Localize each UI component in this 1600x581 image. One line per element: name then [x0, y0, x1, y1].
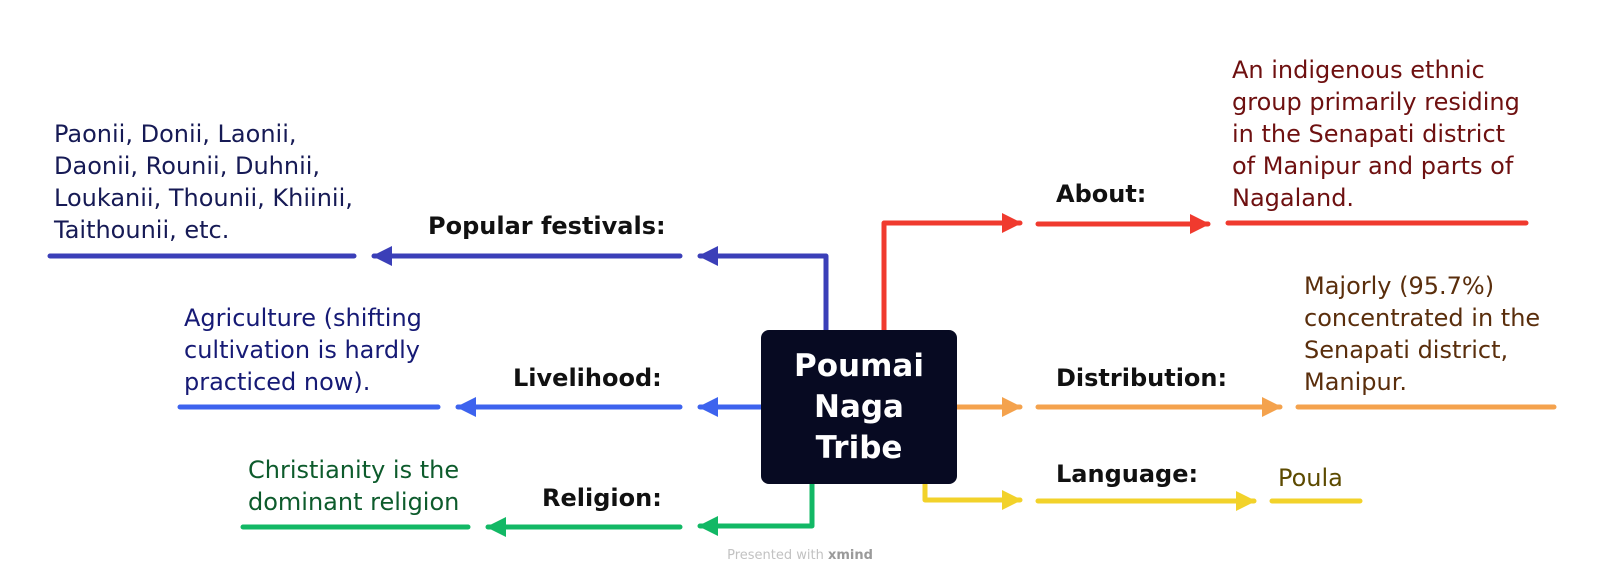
footer-prefix: Presented with [727, 548, 824, 563]
about-label[interactable]: About: [1056, 180, 1147, 208]
religion-label[interactable]: Religion: [542, 484, 662, 512]
distribution-label[interactable]: Distribution: [1056, 364, 1228, 392]
language-label[interactable]: Language: [1056, 460, 1199, 488]
livelihood-label[interactable]: Livelihood: [513, 364, 662, 392]
livelihood-text[interactable]: Agriculture (shifting cultivation is har… [184, 304, 422, 396]
festivals-text[interactable]: Paonii, Donii, Laonii, Daonii, Rounii, D… [54, 120, 353, 244]
religion-connector [697, 481, 815, 536]
about-text[interactable]: An indigenous ethnic group primarily res… [1232, 56, 1520, 212]
about-connector [881, 213, 1023, 333]
language-text[interactable]: Poula [1278, 464, 1343, 492]
distribution-text[interactable]: Majorly (95.7%) concentrated in the Sena… [1304, 272, 1541, 396]
xmind-brand: xmind [827, 548, 873, 563]
language-connector [922, 481, 1023, 510]
central-topic-title: Poumai Naga Tribe [794, 347, 924, 466]
religion-text[interactable]: Christianity is the dominant religion [248, 456, 460, 516]
festivals-connector [697, 246, 829, 333]
central-topic[interactable]: Poumai Naga Tribe [761, 330, 957, 484]
festivals-label[interactable]: Popular festivals: [428, 212, 666, 240]
presented-with-footer: Presented with xmind [0, 548, 1600, 563]
